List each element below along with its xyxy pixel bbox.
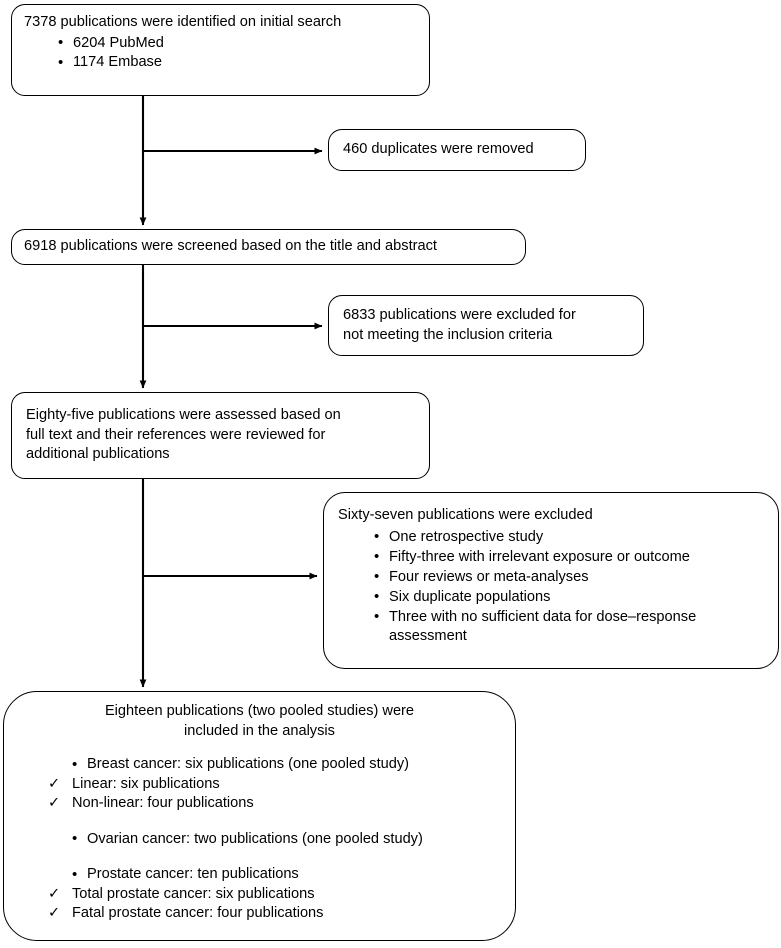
node-title: Sixty-seven publications were excluded [338,507,593,523]
node-publications-included: Eighteen publications (two pooled studie… [3,691,516,941]
list-item: Non-linear: four publications [46,794,505,814]
list-item: Prostate cancer: ten publications [70,865,505,885]
node-title: Eighty-five publications were assessed b… [26,407,341,463]
list-item: Ovarian cancer: two publications (one po… [70,829,505,850]
list-item: Six duplicate populations [372,587,770,608]
node-publications-assessed: Eighty-five publications were assessed b… [11,392,430,479]
node-title: 6833 publications were excluded for not … [343,306,576,343]
node-sixtyseven-excluded: Sixty-seven publications were excluded O… [323,492,779,669]
node-title: Eighteen publications (two pooled studie… [104,703,415,739]
list-item: Fatal prostate cancer: four publications [46,904,505,924]
node-publications-screened: 6918 publications were screened based on… [11,229,526,265]
included-sublist-prostate: Total prostate cancer: six publications … [46,885,505,924]
included-group-ovarian: Ovarian cancer: two publications (one po… [70,829,505,850]
node-publications-identified: 7378 publications were identified on ini… [11,4,430,96]
exclusion-reason-list: One retrospective study Fifty-three with… [372,527,770,647]
list-item: Linear: six publications [46,775,505,795]
list-item: Breast cancer: six publications (one poo… [70,755,505,775]
included-group-prostate: Prostate cancer: ten publications [70,865,505,885]
list-item: Fifty-three with irrelevant exposure or … [372,547,770,568]
node-excluded-inclusion-criteria: 6833 publications were excluded for not … [328,295,644,356]
included-group-breast: Breast cancer: six publications (one poo… [70,755,505,775]
list-item: 6204 PubMed [56,33,419,54]
list-item: Total prostate cancer: six publications [46,885,505,905]
list-item: Four reviews or meta-analyses [372,567,770,588]
list-item: Three with no sufficient data for dose–r… [372,607,770,647]
node-title: 460 duplicates were removed [343,141,534,158]
node-title: 7378 publications were identified on ini… [24,14,342,30]
node-duplicates-removed: 460 duplicates were removed [328,129,586,171]
node-title: 6918 publications were screened based on… [24,238,437,255]
list-item: 1174 Embase [56,53,419,73]
identified-source-list: 6204 PubMed 1174 Embase [56,33,419,73]
list-item: One retrospective study [372,527,770,548]
included-sublist-breast: Linear: six publications Non-linear: fou… [46,775,505,814]
